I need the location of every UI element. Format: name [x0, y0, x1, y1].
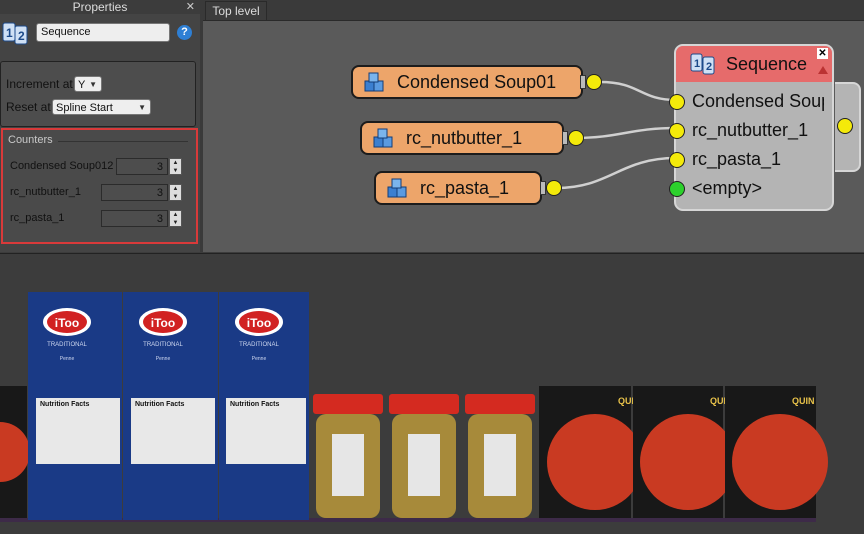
nutrition-label: Nutrition Facts — [40, 401, 89, 408]
graph-node-pasta[interactable]: rc_pasta_1 — [374, 171, 562, 205]
wire — [555, 156, 677, 190]
sequence-icon: 1 2 — [2, 22, 28, 45]
output-port[interactable] — [546, 180, 562, 196]
sequence-input-label: rc_nutbutter_1 — [692, 120, 809, 140]
increment-value: Y — [78, 79, 86, 91]
box-brand: iToo — [55, 316, 79, 330]
sequence-input-label: rc_pasta_1 — [692, 149, 782, 169]
box-line: TRADITIONAL — [239, 342, 279, 348]
increment-label: Increment at — [6, 77, 73, 91]
counter-label: rc_pasta_1 — [10, 212, 65, 224]
soup-can: QUIN — [539, 386, 643, 518]
box-brand: iToo — [151, 316, 175, 330]
reset-label: Reset at — [6, 100, 51, 114]
pasta-box: iToo TRADITIONAL Penne Nutrition Facts — [28, 292, 122, 520]
box-variety: Penne — [60, 356, 75, 362]
sequence-node-header: 1 2 Sequence ✕ — [676, 46, 832, 82]
sequence-node[interactable]: 1 2 Sequence ✕ Condensed Soup rc_nutbutt… — [669, 44, 834, 211]
output-port[interactable] — [568, 130, 584, 146]
can-graphic — [0, 422, 30, 482]
graph-wires — [555, 80, 677, 190]
properties-title: Properties — [0, 0, 200, 14]
svg-text:2: 2 — [18, 29, 25, 43]
node-label: Condensed Soup01 — [397, 72, 557, 92]
output-handle — [540, 181, 546, 195]
can-brand: QUIN — [618, 396, 641, 406]
input-port[interactable] — [669, 152, 685, 168]
input-port-empty[interactable] — [669, 181, 685, 197]
node-label: rc_nutbutter_1 — [406, 128, 523, 148]
counter-label: rc_nutbutter_1 — [10, 186, 81, 198]
box-brand: iToo — [247, 316, 271, 330]
wire — [573, 126, 677, 140]
wire — [599, 80, 677, 102]
input-port[interactable] — [669, 94, 685, 110]
output-handle — [580, 75, 586, 89]
svg-text:1: 1 — [6, 26, 13, 40]
chevron-down-icon: ▼ — [138, 103, 146, 112]
peanut-butter-jar — [313, 394, 383, 518]
sequence-node-title: Sequence — [726, 54, 808, 74]
sequence-output-tab — [835, 82, 861, 172]
viewport-divider — [0, 253, 864, 254]
counter-spinner[interactable]: ▲▼ — [169, 210, 182, 227]
object-cube-icon — [364, 72, 384, 92]
sequence-icon: 1 2 — [690, 53, 715, 75]
peanut-butter-jar — [465, 394, 535, 518]
pasta-box: iToo TRADITIONAL Penne Nutrition Facts — [219, 292, 309, 520]
soup-can: QUIN — [633, 386, 736, 518]
shelf-edge — [0, 518, 816, 522]
counter-label: Condensed Soup012 — [10, 160, 114, 172]
box-line: TRADITIONAL — [143, 342, 183, 348]
pasta-box: iToo TRADITIONAL Penne Nutrition Facts — [123, 292, 218, 520]
counters-title: Counters — [8, 134, 53, 146]
output-port[interactable] — [837, 118, 853, 134]
box-variety: Penne — [156, 356, 171, 362]
node-label: rc_pasta_1 — [420, 178, 510, 198]
help-icon[interactable]: ? — [177, 25, 192, 40]
peanut-butter-jar — [389, 394, 459, 518]
sequence-input-label: Condensed Soup — [692, 91, 824, 111]
svg-text:2: 2 — [706, 61, 712, 73]
reset-select[interactable]: Spline Start ▼ — [52, 99, 151, 115]
box-variety: Penne — [252, 356, 267, 362]
chevron-down-icon: ▼ — [89, 80, 97, 89]
close-icon[interactable]: ✕ — [817, 48, 828, 59]
nutrition-label: Nutrition Facts — [135, 401, 184, 408]
sequence-input-label: <empty> — [692, 178, 763, 198]
properties-panel: Properties ✕ 1 2 Sequence ? Increment at… — [0, 0, 200, 252]
can-brand: QUIN — [710, 396, 733, 406]
output-handle — [562, 131, 568, 145]
group-divider — [58, 141, 188, 142]
object-name-input[interactable]: Sequence — [36, 23, 170, 42]
counter-input[interactable]: 3 — [101, 210, 168, 227]
output-port[interactable] — [586, 74, 602, 90]
counter-input[interactable]: 3 — [116, 158, 168, 175]
nutrition-label: Nutrition Facts — [230, 401, 279, 408]
svg-text:1: 1 — [694, 58, 700, 70]
counter-spinner[interactable]: ▲▼ — [169, 158, 182, 175]
can-brand: QUIN — [792, 396, 815, 406]
reset-value: Spline Start — [56, 102, 113, 114]
increment-select[interactable]: Y ▼ — [74, 76, 102, 92]
counter-input[interactable]: 3 — [101, 184, 168, 201]
close-icon[interactable]: ✕ — [185, 1, 195, 13]
box-line: TRADITIONAL — [47, 342, 87, 348]
graph-node-condensed-soup[interactable]: Condensed Soup01 — [351, 65, 602, 99]
input-port[interactable] — [669, 123, 685, 139]
graph-node-nutbutter[interactable]: rc_nutbutter_1 — [360, 121, 584, 155]
collapse-triangle-icon[interactable] — [818, 66, 828, 74]
shelf-render: iToo TRADITIONAL Penne Nutrition Facts i… — [0, 292, 828, 522]
object-cube-icon — [373, 128, 393, 148]
settings-group — [0, 61, 196, 127]
counter-spinner[interactable]: ▲▼ — [169, 184, 182, 201]
soup-can: QUIN — [725, 386, 828, 518]
object-cube-icon — [387, 178, 407, 198]
